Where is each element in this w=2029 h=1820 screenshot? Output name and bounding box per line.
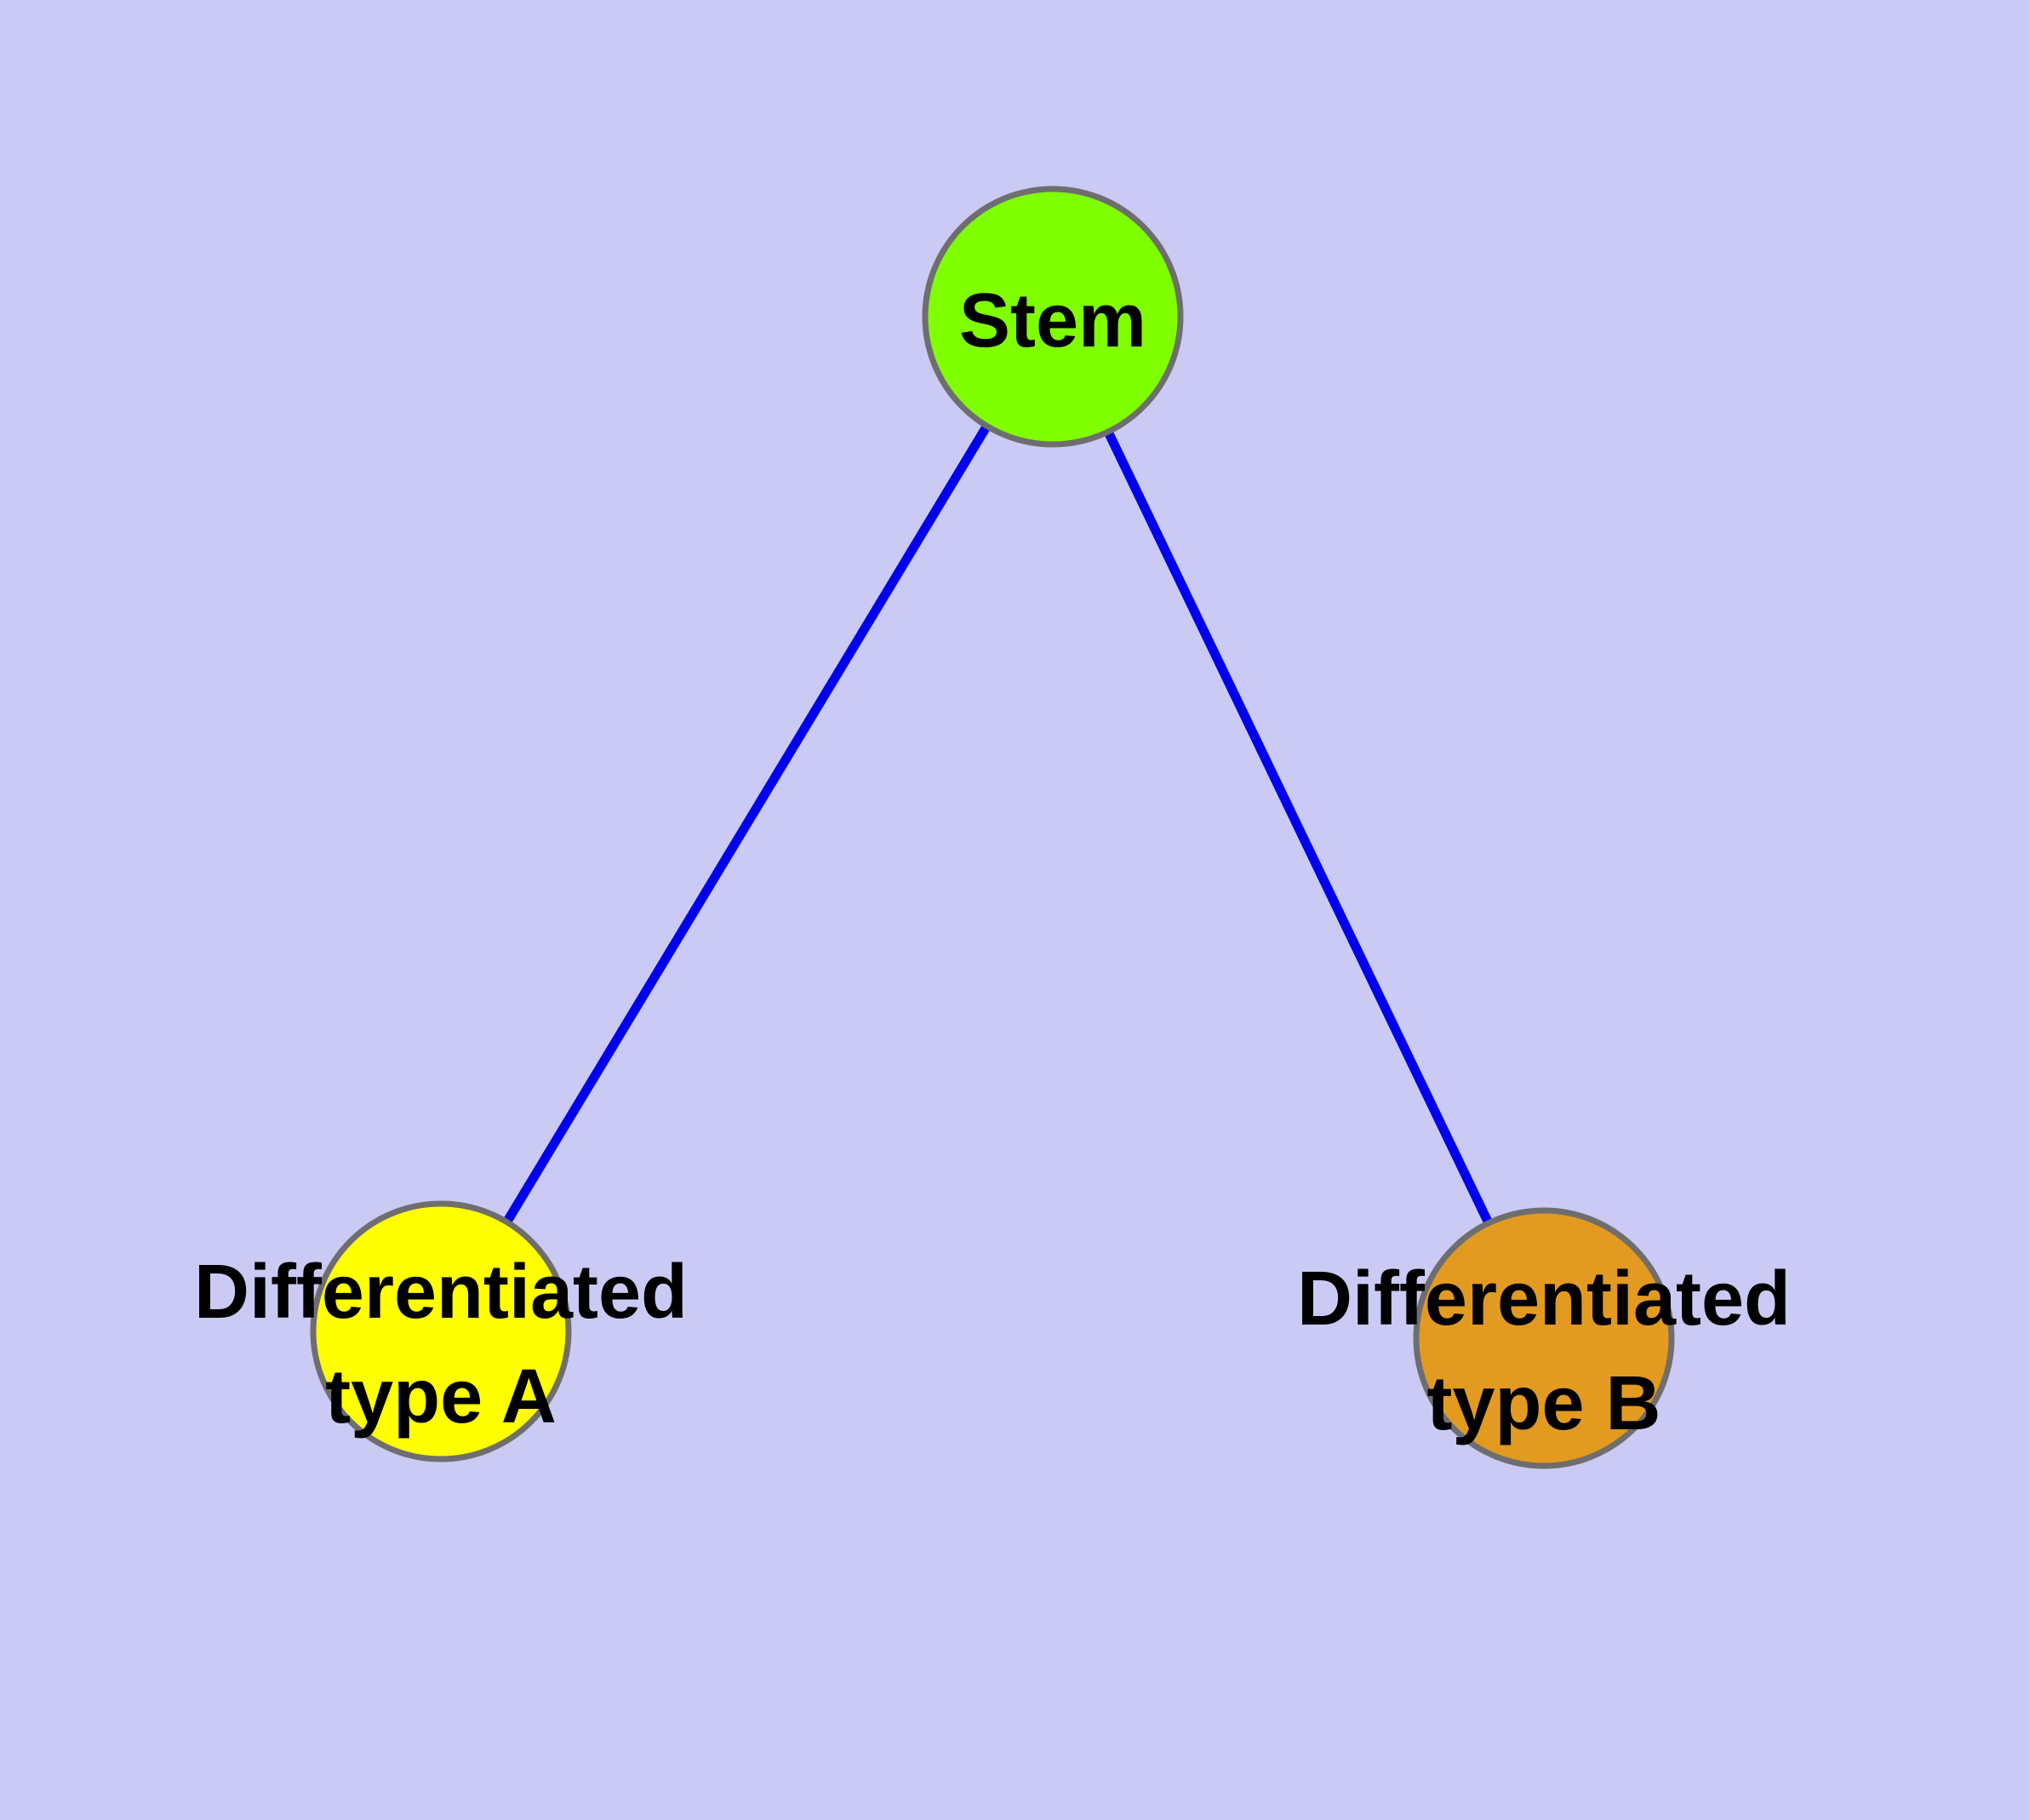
node-type-b-label-line1: Differentiated — [1297, 1256, 1791, 1342]
edge-stem-to-type-b — [1049, 314, 1548, 1341]
node-type-a-label-line2: type A — [325, 1354, 557, 1439]
node-type-a-label-line1: Differentiated — [194, 1250, 688, 1335]
node-stem — [922, 186, 1184, 448]
node-type-b-label-line2: type B — [1426, 1361, 1660, 1446]
node-differentiated-type-b — [1413, 1207, 1675, 1469]
node-differentiated-type-a — [310, 1200, 572, 1462]
edge-stem-to-type-a — [437, 314, 1057, 1334]
node-stem-label: Stem — [959, 278, 1146, 363]
